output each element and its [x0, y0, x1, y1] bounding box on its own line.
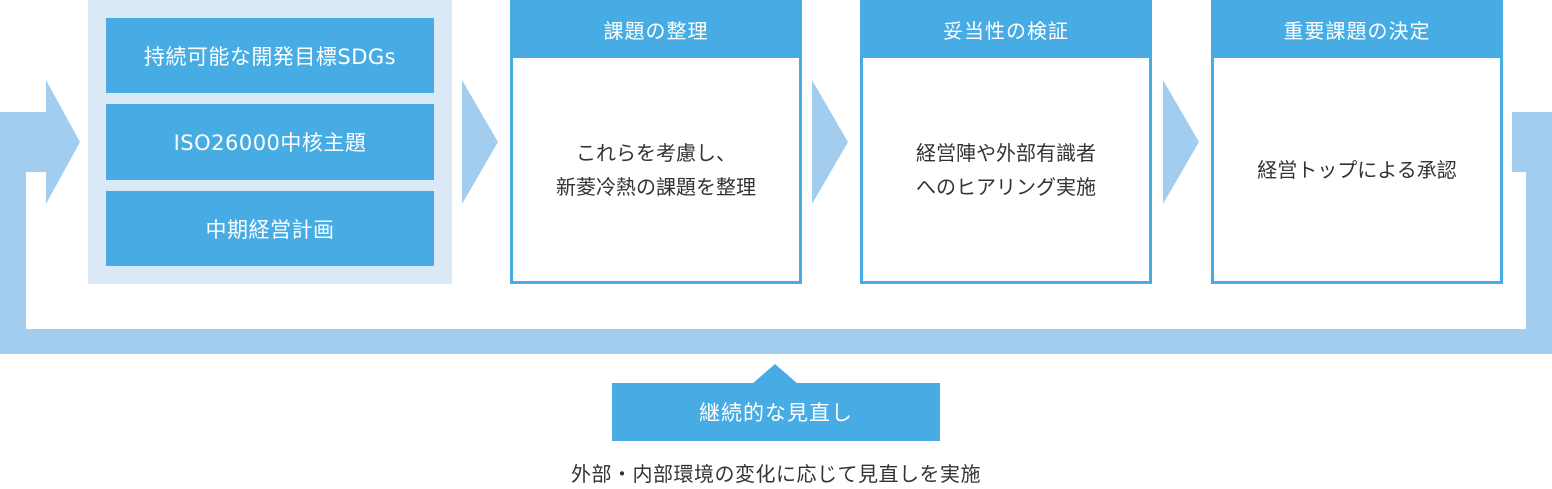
- flow-arrow-3: [1163, 80, 1199, 204]
- step-title: 課題の整理: [510, 0, 802, 58]
- input-box-midterm-plan: 中期経営計画: [106, 191, 434, 266]
- step-issue-organization: 課題の整理 これらを考慮し、 新菱冷熱の課題を整理: [510, 0, 802, 284]
- step-description: 経営トップによる承認: [1211, 58, 1503, 284]
- step-title: 妥当性の検証: [860, 0, 1152, 58]
- step-description: これらを考慮し、 新菱冷熱の課題を整理: [510, 58, 802, 284]
- step-description: 経営陣や外部有識者 へのヒアリング実施: [860, 58, 1152, 284]
- step-validity-verification: 妥当性の検証 経営陣や外部有識者 へのヒアリング実施: [860, 0, 1152, 284]
- step-material-issue-decision: 重要課題の決定 経営トップによる承認: [1211, 0, 1503, 284]
- input-box-sdgs: 持続可能な開発目標SDGs: [106, 18, 434, 93]
- input-panel: 持続可能な開発目標SDGs ISO26000中核主題 中期経営計画: [88, 0, 452, 284]
- review-pointer: [752, 364, 798, 384]
- step-title: 重要課題の決定: [1211, 0, 1503, 58]
- continuous-review-badge: 継続的な見直し: [612, 383, 940, 441]
- review-note: 外部・内部環境の変化に応じて見直しを実施: [571, 462, 981, 486]
- flow-arrow-1: [462, 80, 498, 204]
- flow-arrow-2: [812, 80, 848, 204]
- input-box-iso26000: ISO26000中核主題: [106, 104, 434, 180]
